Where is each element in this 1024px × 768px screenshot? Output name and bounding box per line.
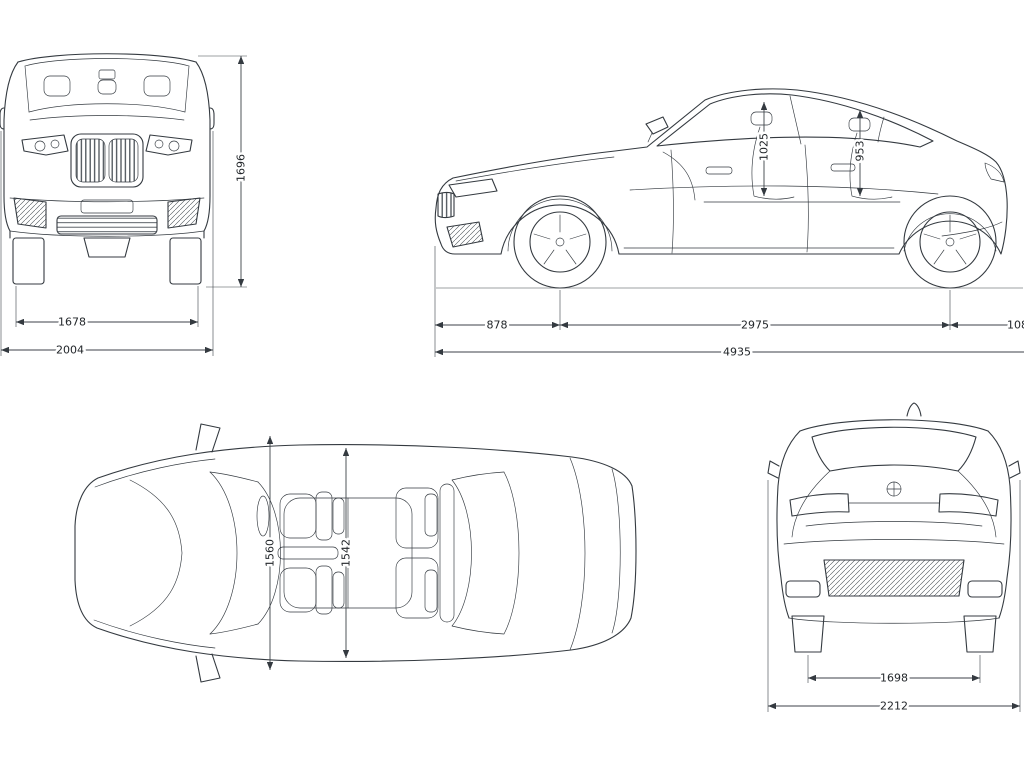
dim-side-rear-headroom: 953 <box>851 110 869 196</box>
top-mirror-left <box>195 423 221 453</box>
dim-label-front-overhang: 878 <box>487 319 508 332</box>
top-rear-window <box>451 471 520 635</box>
side-taillight <box>984 162 1005 183</box>
dim-front-overall-width: 2004 <box>0 131 214 359</box>
dim-front-track-width: 1678 <box>15 286 199 331</box>
front-roof <box>17 53 197 63</box>
side-door-handle-rear <box>830 163 856 172</box>
dim-label-front-interior-width: 1560 <box>264 539 277 567</box>
top-body-outline <box>74 444 637 662</box>
dim-label-rear-headroom: 953 <box>854 141 867 162</box>
rear-left-body <box>776 430 801 619</box>
side-grille <box>437 191 455 219</box>
rear-mirror-left <box>767 460 780 479</box>
dim-label-front-track: 1678 <box>58 316 86 329</box>
dim-label-rear-width: 2212 <box>880 700 908 713</box>
top-front-seat-right <box>279 567 317 613</box>
rear-view: 1698 2212 <box>767 402 1021 715</box>
rear-taillight-right <box>938 493 999 517</box>
front-headlight-right <box>145 134 193 156</box>
rear-right-body <box>987 430 1012 619</box>
front-lower-intake <box>56 215 158 235</box>
side-front-seat <box>751 126 795 200</box>
rear-window <box>811 426 977 472</box>
front-view: 1696 1678 2004 <box>0 53 250 359</box>
top-mirror-right <box>195 653 221 683</box>
top-steering-wheel <box>256 495 270 537</box>
side-front-vent <box>446 221 484 248</box>
dim-label-rear-overhang: 1082 <box>1007 319 1024 332</box>
front-headlight-left <box>21 134 69 156</box>
side-glasshouse <box>656 93 934 148</box>
side-body-outline <box>434 88 1008 255</box>
rear-wheel-left <box>791 615 825 653</box>
dim-label-rear-track: 1698 <box>880 672 908 685</box>
side-rear-seat-headrest <box>848 117 871 132</box>
front-wheel-left <box>12 237 45 285</box>
front-side-vent-right <box>167 197 201 229</box>
dim-rear-track-width: 1698 <box>807 655 981 687</box>
top-front-seat-left <box>279 493 317 539</box>
dim-top-rear-interior-width: 1542 <box>337 448 355 658</box>
side-front-seat-headrest <box>750 111 773 126</box>
rear-antenna-fin <box>906 402 922 417</box>
front-skid-plate <box>83 237 131 258</box>
dim-front-height: 1696 <box>198 55 250 288</box>
rear-roof <box>799 419 989 432</box>
side-rear-seat <box>849 132 893 200</box>
dim-label-wheelbase: 2975 <box>741 319 769 332</box>
front-headrest-right <box>143 75 171 97</box>
side-headlight <box>448 178 498 198</box>
rear-exhaust-left <box>785 580 821 598</box>
front-mirror-right <box>209 107 215 130</box>
dim-label-rear-interior-width: 1542 <box>340 539 353 567</box>
dim-side-front-headroom: 1025 <box>755 102 773 196</box>
rear-taillight-left <box>789 493 850 517</box>
side-view: 1025 953 878 2975 1082 4935 <box>434 88 1024 361</box>
rear-wheel-right <box>963 615 997 653</box>
top-rear-seat-right <box>395 557 439 619</box>
top-windshield <box>209 471 238 635</box>
side-mirror <box>645 116 669 135</box>
front-mirror-left <box>0 107 5 130</box>
top-hood-line <box>129 479 183 627</box>
front-left-body <box>3 61 19 239</box>
dim-label-front-height: 1696 <box>235 154 248 182</box>
dim-label-overall-length: 4935 <box>723 346 751 359</box>
side-rear-wheel <box>903 195 997 289</box>
rear-mirror-right <box>1008 460 1021 479</box>
front-side-vent-left <box>13 197 47 229</box>
dim-side-lengths: 878 2975 1082 4935 <box>434 246 1024 361</box>
rear-exhaust-right <box>967 580 1003 598</box>
dim-label-front-width: 2004 <box>56 344 84 357</box>
top-center-console <box>277 546 339 560</box>
front-wheel-right <box>169 237 202 285</box>
top-view: 1560 1542 <box>74 423 637 683</box>
front-grille <box>70 133 144 188</box>
dim-label-front-headroom: 1025 <box>758 133 771 161</box>
rear-diffuser <box>823 559 965 597</box>
side-door-handle-front <box>705 166 733 175</box>
front-right-body <box>195 61 211 239</box>
top-rear-seat-left <box>395 487 439 549</box>
front-rearview-mirror <box>98 69 116 80</box>
side-front-wheel <box>513 195 607 289</box>
dim-rear-overall-width: 2212 <box>767 480 1021 715</box>
dim-top-front-interior-width: 1560 <box>261 436 279 670</box>
front-headrest-left <box>43 75 71 97</box>
